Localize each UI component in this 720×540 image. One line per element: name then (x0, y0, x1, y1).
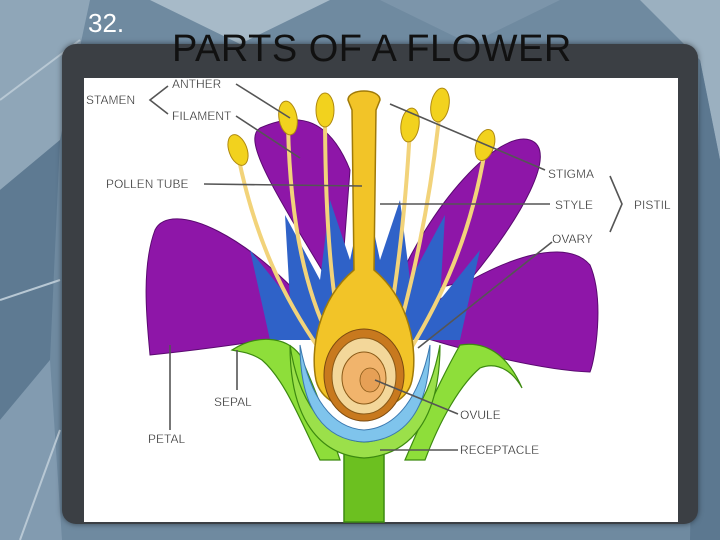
stem (344, 450, 384, 522)
label-pistil: PISTIL (634, 198, 671, 212)
label-filament: FILAMENT (172, 109, 232, 123)
label-sepal: SEPAL (214, 395, 252, 409)
label-stigma: STIGMA (548, 167, 594, 181)
label-pollen-tube: POLLEN TUBE (106, 177, 188, 191)
label-ovule: OVULE (460, 408, 501, 422)
label-receptacle: RECEPTACLE (460, 443, 539, 457)
label-style: STYLE (555, 198, 593, 212)
label-stamen: STAMEN (86, 93, 135, 107)
label-anther: ANTHER (172, 77, 222, 91)
label-petal: PETAL (148, 432, 185, 446)
label-ovary: OVARY (552, 232, 593, 246)
